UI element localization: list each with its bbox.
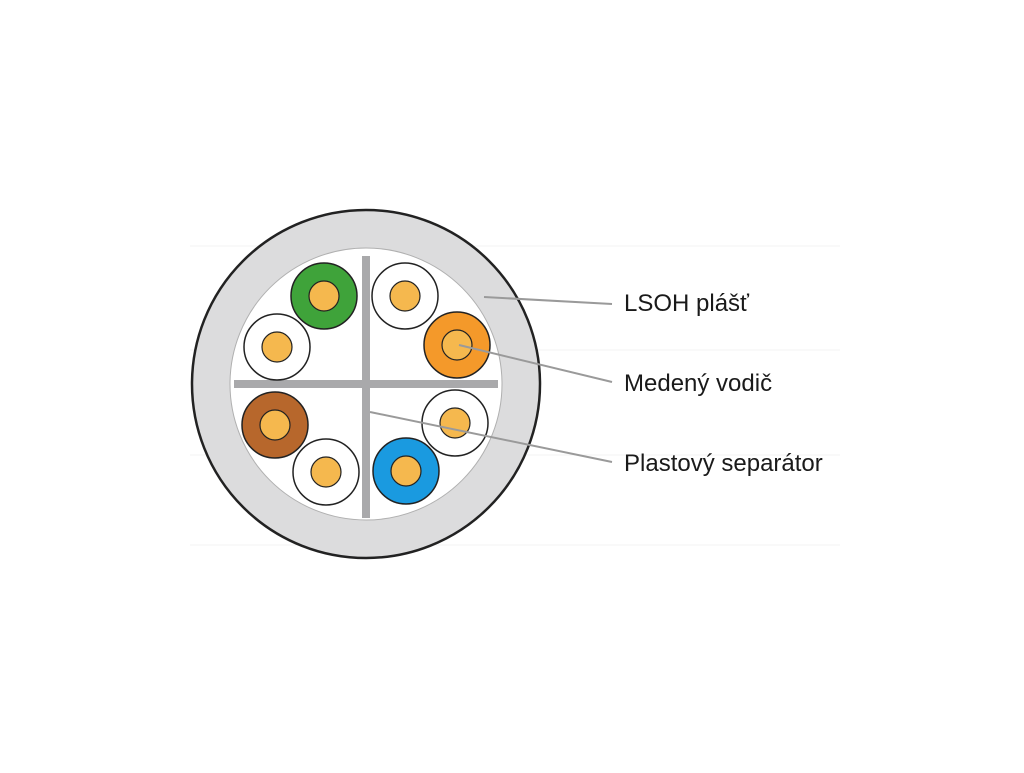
conductor-white-orange	[371, 262, 439, 330]
separator-horizontal-bar	[234, 380, 498, 388]
conductor-white-blue	[421, 389, 489, 457]
label-copper-conductor: Medený vodič	[624, 370, 773, 397]
copper-core	[441, 329, 473, 361]
conductor-blue	[372, 437, 440, 505]
copper-core	[308, 280, 340, 312]
plastic-separator	[234, 256, 498, 518]
conductor-white-brown	[292, 438, 360, 506]
conductor-green	[290, 262, 358, 330]
copper-core	[259, 409, 291, 441]
conductor-orange	[423, 311, 491, 379]
leader-line-jacket	[483, 296, 613, 305]
conductor-white-green	[243, 313, 311, 381]
copper-core	[261, 331, 293, 363]
copper-core	[439, 407, 471, 439]
copper-core	[389, 280, 421, 312]
leader-line-separator	[369, 411, 613, 463]
leader-line-conductor	[458, 344, 613, 383]
label-lsoh-jacket: LSOH plášť	[624, 290, 750, 317]
copper-core	[310, 456, 342, 488]
label-plastic-separator: Plastový separátor	[624, 450, 823, 477]
conductor-brown	[241, 391, 309, 459]
copper-core	[390, 455, 422, 487]
